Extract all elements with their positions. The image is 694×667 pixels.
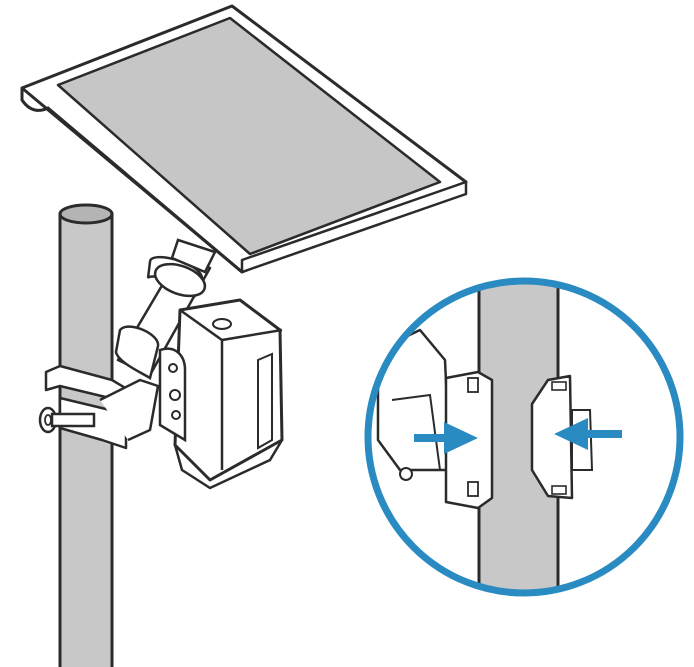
mount-arm: [114, 238, 217, 380]
thumb-screw: [38, 406, 96, 434]
push-arrow-left: [554, 418, 622, 450]
push-arrow-right: [414, 422, 478, 454]
detail-magnifier: [364, 277, 684, 597]
solar-panel: [20, 4, 468, 274]
camera-housing: [158, 298, 284, 490]
